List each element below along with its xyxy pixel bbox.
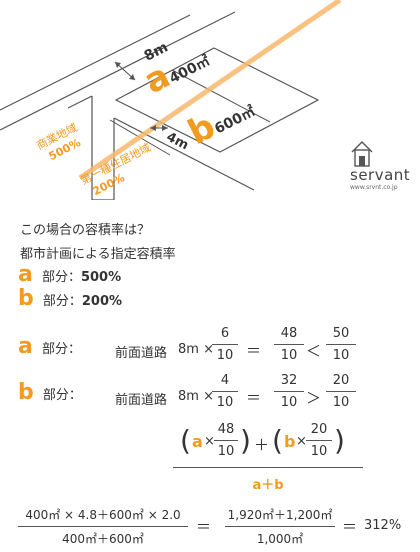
denominator: 10 (280, 348, 298, 363)
part-label: 部分： (41, 270, 81, 285)
width-factor: 8m × (178, 342, 214, 357)
b-letter: b (18, 286, 34, 311)
weighted-b-letter: b (284, 432, 296, 451)
house-icon (351, 141, 373, 167)
b-specified-row: b 部分：200% (18, 286, 122, 311)
a-letter: a (18, 262, 33, 287)
open-paren: ( (180, 424, 191, 457)
final-fraction-2: 1,920㎡＋1,200㎡ 1,000㎡ (225, 506, 335, 547)
equals-sign: ＝ (342, 518, 358, 536)
denominator: 10 (332, 348, 350, 363)
numerator: 32 (280, 373, 298, 388)
numerator: 20 (332, 373, 350, 388)
plus-sign: ＋ (254, 436, 270, 454)
site-diagram (0, 0, 373, 200)
close-paren: ) (334, 424, 345, 457)
part-label: 部分： (41, 342, 81, 357)
equals-sign: ＝ (246, 342, 262, 360)
road-edge-line (113, 117, 255, 191)
b-specified-value: 200% (81, 294, 123, 309)
arrow-head (129, 74, 135, 80)
width-factor: 8m × (178, 389, 214, 404)
numerator: 4 (220, 373, 230, 388)
equals-sign: ＝ (246, 389, 262, 407)
numerator: 400㎡ × 4.8＋600㎡ × 2.0 (25, 508, 181, 522)
numerator: 1,920㎡＋1,200㎡ (227, 508, 333, 522)
fraction-bar (173, 467, 363, 468)
less-than-sign: ＜ (306, 342, 322, 360)
part-label: 部分： (42, 294, 82, 309)
denominator: 10 (310, 444, 328, 459)
calc-a-label: a 部分： (18, 334, 81, 359)
subtitle-text: 都市計画による指定容積率 (20, 247, 176, 262)
weighted-a-letter: a (192, 432, 203, 451)
numerator: 6 (220, 326, 230, 341)
numerator: 48 (217, 422, 235, 437)
denominator: 400㎡＋600㎡ (62, 532, 144, 546)
denominator: 10 (216, 395, 234, 410)
logo-url: www.srvnt.co.jp (350, 184, 398, 191)
arrow-head (115, 62, 121, 68)
denominator: 10 (217, 444, 235, 459)
denominator: 10 (216, 348, 234, 363)
road-label: 前面道路 (115, 346, 168, 361)
arrow-head (150, 125, 156, 131)
close-paren: ) (240, 424, 251, 457)
lot-divider-line (171, 69, 271, 123)
greater-than-sign: ＞ (306, 389, 322, 407)
zoning-boundary-line (78, 0, 342, 181)
final-result: 312% (364, 518, 402, 533)
weighted-denominator: a＋b (252, 478, 284, 493)
part-label: 部分： (42, 388, 82, 403)
site-lot-outline (114, 47, 320, 153)
a-specified-value: 500% (80, 270, 122, 285)
calc-a-letter: a (18, 334, 33, 359)
logo-name: servant (350, 166, 411, 184)
calc-b-letter: b (18, 380, 34, 405)
denominator: 10 (280, 395, 298, 410)
times-sign: × (204, 434, 215, 449)
numerator: 50 (332, 326, 350, 341)
denominator: 10 (332, 395, 350, 410)
question-text: この場合の容積率は？ (20, 223, 151, 238)
road-edge-line (0, 14, 191, 111)
numerator: 20 (310, 422, 328, 437)
a-specified-row: a 部分：500% (18, 262, 121, 287)
road-edge-line (67, 95, 93, 109)
open-paren: ( (272, 424, 283, 457)
times-sign: × (296, 434, 307, 449)
numerator: 48 (280, 326, 298, 341)
calc-b-label: b 部分： (18, 380, 82, 405)
road-edge-line (0, 11, 236, 131)
equals-sign: ＝ (196, 518, 212, 536)
final-fraction-1: 400㎡ × 4.8＋600㎡ × 2.0 400㎡＋600㎡ (18, 506, 188, 547)
arrow-head (162, 125, 168, 131)
road-label: 前面道路 (115, 393, 168, 408)
denominator: 1,000㎡ (256, 532, 304, 546)
